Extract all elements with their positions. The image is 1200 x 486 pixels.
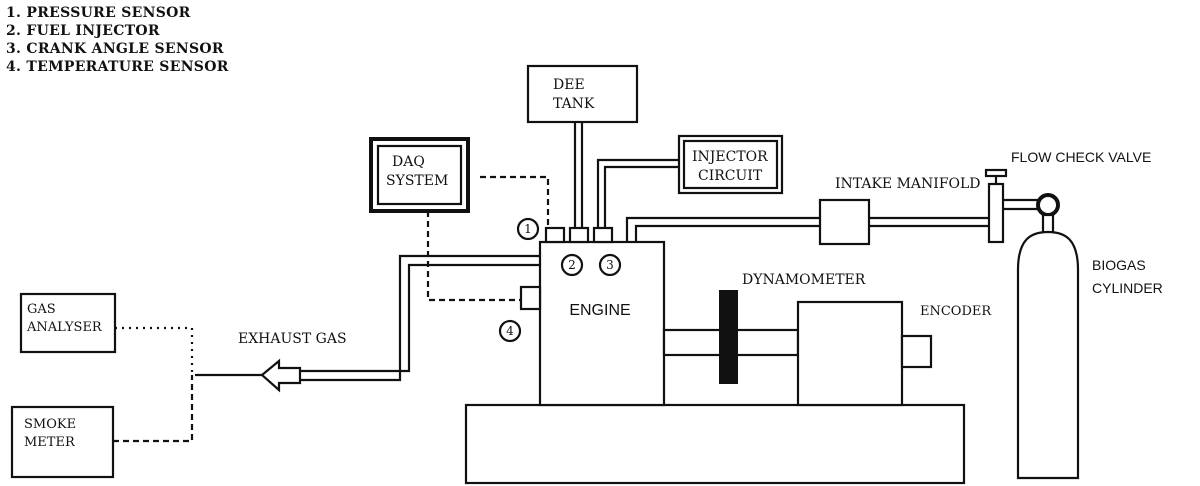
daq-system-screen — [376, 144, 463, 206]
legend-item-1: 1. PRESSURE SENSOR — [6, 5, 191, 21]
legend-item-4: 4. TEMPERATURE SENSOR — [6, 59, 229, 75]
cylinder-valve-neck — [1041, 213, 1055, 235]
daq-label-line2: SYSTEM — [386, 173, 448, 189]
injector-circuit-label-line2: CIRCUIT — [698, 168, 763, 184]
cylinder-regulator — [1036, 193, 1060, 217]
biogas-cylinder-label-line1: BIOGAS — [1092, 257, 1146, 273]
sensor-marker-2: 2 — [560, 253, 584, 277]
intake-manifold-label: INTAKE MANIFOLD — [835, 176, 981, 192]
daq-label-line1: DAQ — [392, 154, 425, 170]
daq-signal-temperature — [426, 211, 521, 302]
engine-label: ENGINE — [569, 302, 630, 319]
dee-tank-box — [526, 64, 639, 124]
smoke-meter-sample-line — [113, 375, 194, 443]
gas-analyser-sample-line — [115, 326, 194, 375]
injector-circuit-inner — [682, 139, 779, 190]
svg-text:3: 3 — [606, 258, 614, 272]
test-bed-base — [464, 403, 966, 485]
dynamometer-label: DYNAMOMETER — [742, 272, 866, 288]
injector-cable-a — [596, 158, 679, 228]
encoder-box — [900, 334, 933, 369]
sensor-marker-3: 3 — [598, 253, 622, 277]
exhaust-arrow — [260, 358, 302, 393]
smoke-meter-label-line2: METER — [24, 435, 76, 450]
biogas-cylinder-body — [1016, 230, 1080, 480]
valve-handle — [984, 168, 1008, 178]
sensor-marker-1: 1 — [516, 217, 540, 241]
intake-manifold-box — [818, 198, 871, 246]
injector-cable-b — [603, 165, 679, 228]
flywheel — [719, 290, 738, 384]
gas-analyser-box — [19, 292, 117, 354]
intake-pipe-upper-a — [625, 216, 820, 242]
dee-tank-label-line1: DEE — [553, 77, 585, 93]
legend-item-3: 3. CRANK ANGLE SENSOR — [6, 41, 224, 57]
intake-pipe-upper-b — [634, 224, 820, 242]
sensor-marker-4: 4 — [498, 319, 522, 343]
flow-check-valve-label: FLOW CHECK VALVE — [1011, 149, 1151, 165]
flow-check-valve-body — [987, 182, 1005, 244]
dynamometer-box — [796, 300, 904, 407]
legend-item-2: 2. FUEL INJECTOR — [6, 23, 160, 39]
exhaust-pipe-inner — [300, 263, 540, 373]
exhaust-gas-label: EXHAUST GAS — [238, 331, 347, 347]
exhaust-pipe-outer — [300, 254, 540, 382]
pressure-sensor-block — [544, 226, 566, 244]
gas-analyser-label-line2: ANALYSER — [26, 320, 103, 335]
svg-text:2: 2 — [568, 258, 576, 272]
svg-text:4: 4 — [506, 324, 514, 338]
gas-analyser-label-line1: GAS — [27, 302, 56, 317]
biogas-cylinder-label-line2: CYLINDER — [1092, 280, 1163, 296]
sensor-legend: 1. PRESSURE SENSOR 2. FUEL INJECTOR 3. C… — [6, 5, 229, 75]
fuel-injector-block — [568, 226, 590, 244]
svg-text:1: 1 — [524, 222, 532, 236]
temperature-sensor-block — [519, 285, 542, 311]
smoke-meter-label-line1: SMOKE — [24, 417, 76, 432]
injector-circuit-label-line1: INJECTOR — [692, 149, 768, 165]
daq-signal-pressure — [480, 175, 550, 228]
crank-angle-sensor-block — [592, 226, 614, 244]
encoder-label: ENCODER — [920, 304, 992, 319]
dee-tank-label-line2: TANK — [553, 96, 595, 112]
